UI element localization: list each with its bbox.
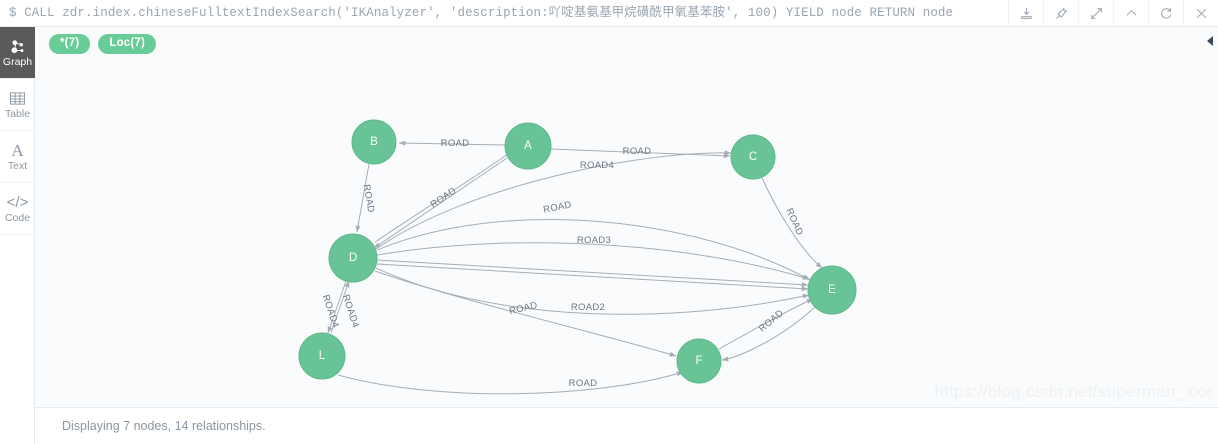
- edge-D-L[interactable]: [327, 280, 347, 334]
- node-D[interactable]: D: [328, 233, 378, 283]
- graph-edges: [327, 140, 823, 395]
- label-chips: *(7) Loc(7): [49, 34, 157, 54]
- sidebar-item-text-label: Text: [7, 160, 28, 172]
- sidebar-item-code-label: Code: [4, 212, 31, 224]
- watermark: https://blog.csdn.net/superman_xxx: [934, 382, 1212, 401]
- download-icon[interactable]: [1008, 0, 1043, 27]
- view-sidebar: Graph Table A Text </> Code: [0, 27, 35, 407]
- refresh-icon[interactable]: [1148, 0, 1183, 27]
- node-label: D: [349, 252, 357, 264]
- edge-D-E-road3[interactable]: [376, 242, 810, 280]
- node-label: B: [370, 136, 378, 148]
- sidebar-item-graph-label: Graph: [2, 56, 33, 68]
- panel-collapse-arrow-icon[interactable]: [1207, 36, 1213, 46]
- edge-label: ROAD2: [571, 302, 605, 313]
- edge-A-B[interactable]: [398, 140, 506, 146]
- graph-icon: [9, 37, 27, 56]
- node-B[interactable]: B: [351, 119, 397, 165]
- edge-label: ROAD: [542, 199, 572, 215]
- graph-svg[interactable]: ROAD ROAD ROAD ROAD ROAD4 ROAD ROAD ROAD…: [35, 27, 1218, 407]
- query-bar: $ CALL zdr.index.chineseFulltextIndexSea…: [0, 0, 1218, 27]
- edge-L-F[interactable]: [337, 371, 684, 395]
- pin-icon[interactable]: [1043, 0, 1078, 27]
- edge-label: ROAD4: [340, 293, 361, 329]
- expand-icon[interactable]: [1078, 0, 1113, 27]
- edge-label: ROAD4: [320, 293, 341, 329]
- query-actions: [1008, 0, 1218, 27]
- edge-label: ROAD: [361, 184, 377, 214]
- edge-D-E-road[interactable]: [376, 219, 811, 281]
- edge-label: ROAD: [429, 185, 459, 210]
- edge-C-E[interactable]: [761, 177, 823, 269]
- status-bar: Displaying 7 nodes, 14 relationships.: [35, 407, 1218, 444]
- edge-A-D[interactable]: [373, 157, 508, 249]
- code-icon: </>: [6, 194, 29, 211]
- graph-canvas[interactable]: *(7) Loc(7): [35, 27, 1218, 407]
- edge-D-A-curve[interactable]: [374, 153, 509, 243]
- edge-label: ROAD4: [580, 160, 614, 171]
- chip-all[interactable]: *(7): [49, 34, 91, 54]
- node-L[interactable]: L: [298, 332, 346, 380]
- edge-label: ROAD: [783, 207, 805, 238]
- edge-label: ROAD3: [577, 235, 611, 246]
- edge-label: ROAD: [441, 138, 470, 149]
- edge-B-D[interactable]: [355, 163, 370, 233]
- sidebar-item-graph[interactable]: Graph: [0, 27, 35, 79]
- node-E[interactable]: E: [807, 265, 857, 315]
- sidebar-item-text[interactable]: A Text: [0, 131, 35, 183]
- chip-loc[interactable]: Loc(7): [98, 34, 157, 54]
- sidebar-item-table[interactable]: Table: [0, 79, 35, 131]
- edge-L-D[interactable]: [330, 280, 350, 334]
- edge-label: ROAD: [569, 378, 598, 389]
- text-icon: A: [11, 141, 24, 160]
- sidebar-item-table-label: Table: [4, 108, 31, 120]
- table-icon: [9, 89, 26, 108]
- edge-A-C[interactable]: [550, 148, 731, 159]
- sidebar-item-code[interactable]: </> Code: [0, 183, 35, 235]
- node-label: F: [695, 355, 702, 367]
- chevron-up-icon[interactable]: [1113, 0, 1148, 27]
- edge-label: ROAD: [623, 146, 652, 157]
- node-label: L: [319, 350, 326, 362]
- status-text: Displaying 7 nodes, 14 relationships.: [62, 419, 266, 433]
- sidebar-filler: [0, 407, 35, 444]
- edge-D-E-a[interactable]: [376, 259, 809, 288]
- graph-nodes: B A C D E: [298, 119, 857, 384]
- edge-D-C[interactable]: [375, 150, 732, 250]
- node-label: C: [749, 151, 757, 163]
- node-A[interactable]: A: [504, 122, 552, 170]
- node-F[interactable]: F: [676, 338, 722, 384]
- edge-E-F[interactable]: [721, 306, 816, 362]
- graph-edge-labels: ROAD ROAD ROAD ROAD ROAD4 ROAD ROAD ROAD…: [320, 138, 805, 389]
- query-text[interactable]: $ CALL zdr.index.chineseFulltextIndexSea…: [9, 5, 954, 20]
- close-icon[interactable]: [1183, 0, 1218, 27]
- node-label: E: [828, 284, 836, 296]
- edge-D-F[interactable]: [374, 270, 677, 357]
- edge-F-E[interactable]: [718, 298, 814, 350]
- edge-D-E-b[interactable]: [376, 263, 809, 292]
- edge-label: ROAD: [757, 308, 786, 335]
- node-C[interactable]: C: [730, 134, 776, 180]
- node-label: A: [524, 140, 532, 152]
